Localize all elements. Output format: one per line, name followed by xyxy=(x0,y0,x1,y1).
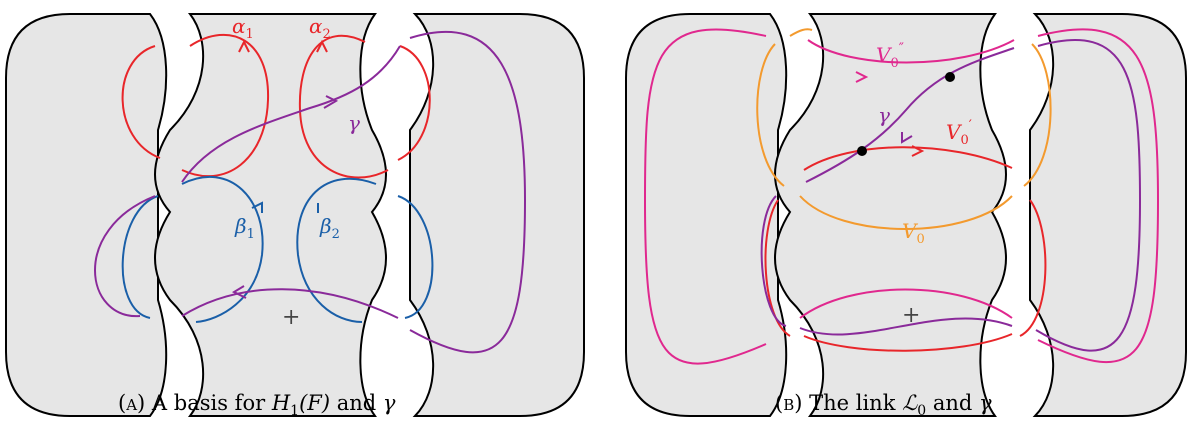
alpha2-arrow xyxy=(316,39,328,53)
gamma-bottom xyxy=(181,288,399,319)
plus-sign-a: + xyxy=(282,305,300,330)
gamma-label-b: γ xyxy=(878,103,890,127)
plus-sign-b: + xyxy=(902,303,920,328)
gamma-b-right xyxy=(1035,39,1142,352)
v0p-label: V0′ xyxy=(946,118,972,148)
v0pp-arrow xyxy=(855,71,869,83)
right-disk-a xyxy=(409,13,585,417)
beta-curves xyxy=(121,176,434,323)
gamma-right-loop xyxy=(409,31,527,354)
gamma-b-arrow xyxy=(901,132,913,144)
beta2-curve xyxy=(296,177,434,323)
center-disk-b xyxy=(774,13,1007,417)
v0pp-bottom xyxy=(799,288,1013,319)
v0-left-arc xyxy=(756,43,785,187)
gamma-curve-b xyxy=(760,39,1142,352)
panel-a: α1 α2 β1 β2 γ + (a) A basis for H1(F) an… xyxy=(5,13,585,419)
alpha2-label: α2 xyxy=(309,14,331,42)
v0p-top xyxy=(803,146,1013,171)
v0pp-right-loop xyxy=(1037,28,1160,364)
gamma-arrow-top xyxy=(323,95,339,109)
gamma-b-diagonal xyxy=(805,47,1015,183)
gamma-b-bottom xyxy=(799,317,1013,336)
alpha-curves xyxy=(121,33,431,179)
gamma-curve-a xyxy=(94,31,527,354)
v0p-right xyxy=(1019,199,1047,337)
alpha1-curve xyxy=(121,33,270,178)
caption-b: (b) The link ℒ0 and γ xyxy=(775,391,992,419)
beta2-label: β2 xyxy=(319,214,340,242)
v0pp-top xyxy=(807,39,1015,64)
v0-right-arc xyxy=(1023,43,1052,187)
gamma-arrow-bottom xyxy=(231,285,247,299)
gamma-label-a: γ xyxy=(348,111,360,135)
panel-a-labels: α1 α2 β1 β2 γ + xyxy=(232,14,360,330)
right-disk-b xyxy=(1029,13,1187,417)
v0p-arrow xyxy=(911,145,925,157)
v0p-bottom xyxy=(803,333,1013,352)
v0-bottom xyxy=(799,195,1013,230)
gamma-diagonal xyxy=(181,45,401,183)
beta1-label: β1 xyxy=(234,214,255,242)
v0pp-left-loop xyxy=(643,28,767,365)
intersection-dot-lower xyxy=(857,146,867,156)
v0-label: V0 xyxy=(902,219,925,247)
left-disk-b xyxy=(625,13,788,417)
panel-b: V0″ V0′ V0 γ + (b) The link ℒ0 and γ xyxy=(625,13,1187,419)
center-disk-a xyxy=(154,13,387,417)
v0p-left xyxy=(764,199,791,337)
surface-b xyxy=(625,13,1187,417)
v0-top-left xyxy=(789,28,813,37)
left-disk-a xyxy=(5,13,168,417)
alpha1-label: α1 xyxy=(232,14,254,42)
beta1-curve xyxy=(121,176,264,323)
intersection-dot-upper xyxy=(945,72,955,82)
v0pp-curve xyxy=(643,28,1160,365)
alpha2-curve xyxy=(298,35,431,179)
v0-curve xyxy=(756,28,1052,230)
gamma-left-loop xyxy=(94,195,156,318)
beta1-arrow xyxy=(251,201,263,213)
alpha1-arrow xyxy=(238,39,250,53)
v0pp-label: V0″ xyxy=(876,41,904,71)
surface-a xyxy=(5,13,585,417)
v0p-curve xyxy=(764,145,1047,352)
gamma-b-left xyxy=(760,195,787,327)
caption-a: (a) A basis for H1(F) and γ xyxy=(118,391,396,419)
panel-b-labels: V0″ V0′ V0 γ + xyxy=(876,41,972,328)
